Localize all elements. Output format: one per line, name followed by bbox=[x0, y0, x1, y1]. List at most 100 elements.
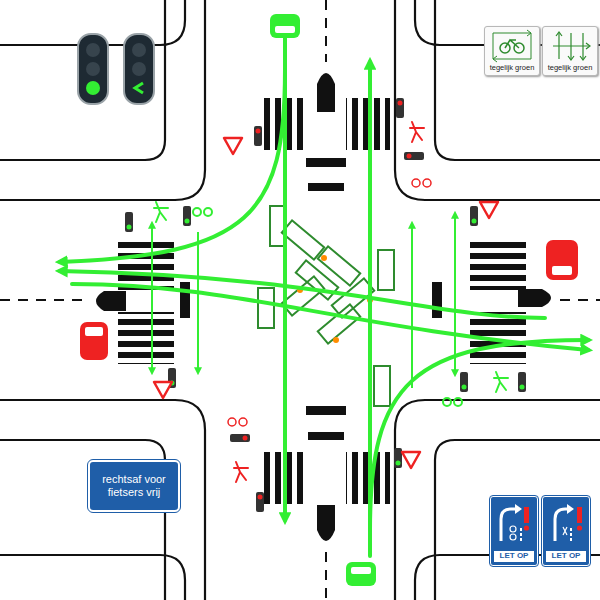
bicycle-icon-red bbox=[239, 418, 247, 426]
traffic-island bbox=[518, 289, 551, 307]
small-signal bbox=[125, 212, 133, 232]
sidewalk-line bbox=[0, 555, 185, 600]
signal-lamp-green bbox=[185, 219, 190, 224]
cyclist-arrow bbox=[151, 224, 153, 372]
cyclist-zone bbox=[318, 304, 360, 343]
curb-line bbox=[0, 0, 205, 200]
center-dash bbox=[325, 0, 327, 62]
conflict-dot bbox=[333, 337, 339, 343]
zebra-crossing bbox=[470, 238, 526, 290]
cycle-path-line bbox=[0, 0, 165, 160]
center-dash bbox=[0, 299, 90, 301]
give-way-triangle bbox=[224, 138, 242, 154]
turn-arrowhead bbox=[515, 504, 522, 514]
bicycle-icon-red bbox=[423, 179, 431, 187]
exclamation-mark bbox=[524, 507, 529, 523]
exclamation-dot bbox=[524, 525, 529, 530]
cyclist-arrow bbox=[411, 224, 413, 388]
zebra-crossing bbox=[118, 238, 174, 290]
car-green bbox=[346, 562, 376, 586]
traffic-light bbox=[124, 34, 154, 104]
sign-text: tegelijk groen bbox=[490, 63, 535, 72]
sign-right-turn-cyclists: rechtsaf voor fietsers vrij bbox=[88, 460, 180, 512]
stop-bar bbox=[306, 158, 346, 167]
signal-lamp-green bbox=[86, 81, 100, 95]
car-body bbox=[80, 322, 108, 360]
cyclist-zone bbox=[374, 366, 390, 406]
center-dash bbox=[325, 552, 327, 600]
exclamation-dot bbox=[577, 525, 582, 530]
turn-arrow bbox=[555, 509, 569, 541]
car-body bbox=[346, 562, 376, 586]
stop-bar bbox=[180, 282, 190, 318]
car-window bbox=[351, 567, 371, 574]
sign-warning-cyclists: LET OP bbox=[490, 496, 538, 566]
turn-arrowhead bbox=[567, 504, 574, 514]
cyclist-zone bbox=[282, 220, 324, 259]
signal-lamp-red bbox=[256, 129, 261, 134]
sign-icon bbox=[543, 497, 589, 547]
signal-lamp-green bbox=[472, 219, 477, 224]
signal-lamp-green bbox=[396, 461, 401, 466]
small-signal bbox=[396, 98, 404, 118]
cyclist-zone bbox=[318, 246, 360, 285]
cyclist-zone bbox=[378, 250, 394, 290]
flow-arrow bbox=[72, 284, 588, 350]
give-way-triangle bbox=[480, 202, 498, 218]
pedestrian-icon-red bbox=[410, 122, 424, 142]
cycle-path-line bbox=[435, 440, 600, 600]
pedestrian-icon-green bbox=[154, 202, 168, 222]
cyclist-symbol bbox=[563, 527, 567, 535]
signal-arrow-green bbox=[135, 83, 143, 93]
car-body bbox=[270, 14, 300, 38]
traffic-island bbox=[317, 505, 335, 541]
traffic-island bbox=[96, 291, 126, 311]
bicycle-wheel bbox=[510, 526, 516, 532]
car-window bbox=[552, 266, 572, 275]
small-signal bbox=[394, 448, 402, 468]
signal-lamp-green bbox=[127, 225, 132, 230]
cycle-lane-line bbox=[520, 527, 522, 541]
conflict-dot bbox=[321, 255, 327, 261]
curb-line bbox=[395, 400, 600, 600]
sign-text: LET OP bbox=[494, 551, 534, 562]
bicycle-icon-green bbox=[443, 398, 451, 406]
cyclist-zone bbox=[258, 288, 274, 328]
signal-lamp bbox=[86, 43, 100, 57]
signal-lamp-green bbox=[520, 385, 525, 390]
traffic-island bbox=[317, 73, 335, 112]
center-dash bbox=[560, 299, 600, 301]
small-signal bbox=[183, 206, 191, 226]
pedestrian-icon-green bbox=[494, 372, 508, 392]
small-signal bbox=[518, 372, 526, 392]
signal-lamp bbox=[132, 62, 146, 76]
signal-lamp bbox=[86, 62, 100, 76]
signal-lamp-red bbox=[243, 436, 248, 441]
sign-text: LET OP bbox=[546, 551, 586, 562]
signal-lamp-red bbox=[258, 495, 263, 500]
signal-lamp-green bbox=[462, 385, 467, 390]
give-way-triangle bbox=[154, 382, 172, 398]
stop-bar bbox=[432, 282, 442, 318]
sign-icon bbox=[543, 27, 597, 63]
cycle-lane-line bbox=[570, 527, 572, 541]
lane-arrowheads bbox=[556, 32, 590, 60]
bicycle-icon-red bbox=[228, 418, 236, 426]
signal-lamp-red bbox=[407, 154, 412, 159]
car-body bbox=[546, 240, 578, 280]
sign-icon bbox=[491, 497, 537, 547]
curb-line bbox=[0, 400, 205, 600]
sign-warning-cyclists: LET OP bbox=[542, 496, 590, 566]
cyclist-arrow bbox=[197, 232, 199, 372]
turn-arrow bbox=[501, 509, 517, 541]
small-signal bbox=[254, 126, 262, 146]
bicycle-icon-red bbox=[412, 179, 420, 187]
curb-line bbox=[395, 0, 600, 200]
lane-arrows bbox=[493, 33, 531, 59]
sign-icon bbox=[485, 27, 539, 63]
lane-arrowheads bbox=[493, 30, 531, 62]
small-signal bbox=[256, 492, 264, 512]
cycle-path-line bbox=[435, 0, 600, 160]
give-way-triangle bbox=[402, 452, 420, 468]
